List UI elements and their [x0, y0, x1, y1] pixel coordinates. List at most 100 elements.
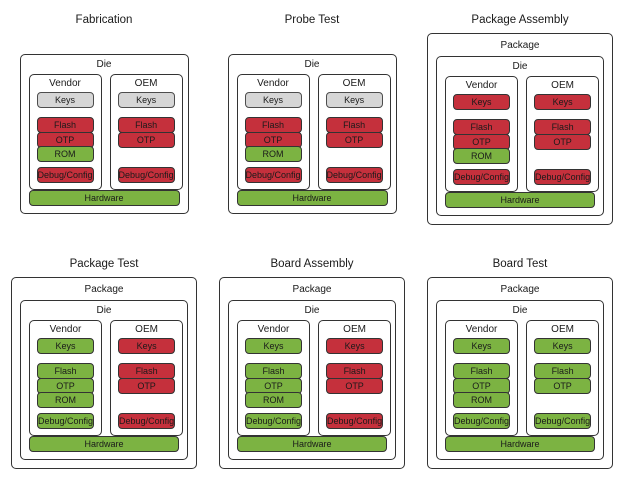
panel-fabrication: Fabrication Die Vendor Keys Flash OTP RO…: [0, 0, 208, 242]
vendor-column: Vendor Keys Flash OTP ROM Debug/Config: [29, 320, 103, 436]
hardware-bar: Hardware: [237, 436, 387, 452]
vendor-column: Vendor Keys Flash OTP ROM Debug/Config: [237, 320, 311, 436]
die-box: Die Vendor Keys Flash OTP ROM Debug/Conf…: [20, 300, 188, 460]
chip-flash: Flash: [325, 117, 383, 133]
package-box: Package Die Vendor Keys Flash OTP ROM De…: [427, 33, 613, 225]
memory-group: Flash OTP ROM: [245, 363, 303, 408]
vendor-label: Vendor: [465, 324, 498, 335]
memory-group: Flash OTP: [325, 117, 383, 148]
chip-otp: OTP: [326, 377, 384, 394]
panel-board-assembly: Board Assembly Package Die Vendor Keys F…: [208, 242, 416, 485]
die-box: Die Vendor Keys Flash OTP ROM Debug/Conf…: [436, 56, 604, 216]
chip-debug-config: Debug/Config: [534, 169, 592, 185]
memory-group: Flash OTP ROM: [453, 363, 511, 408]
chip-flash: Flash: [534, 363, 592, 379]
memory-group: Flash OTP ROM: [37, 363, 95, 408]
die-label: Die: [96, 305, 112, 316]
memory-group: Flash OTP: [118, 363, 176, 394]
memory-group: Flash OTP: [534, 119, 592, 150]
chip-keys: Keys: [453, 338, 511, 354]
chip-rom: ROM: [36, 146, 94, 162]
chip-debug-config: Debug/Config: [453, 413, 511, 429]
die-label: Die: [304, 305, 320, 316]
chip-rom: ROM: [453, 148, 511, 164]
die-box: Die Vendor Keys Flash OTP ROM Debug/Conf…: [227, 54, 397, 214]
chip-flash: Flash: [245, 363, 303, 379]
chip-rom: ROM: [245, 392, 303, 408]
chip-otp: OTP: [325, 131, 383, 148]
chip-flash: Flash: [326, 363, 384, 379]
chip-debug-config: Debug/Config: [325, 167, 383, 183]
memory-group: Flash OTP: [326, 363, 384, 394]
oem-column: OEM Keys Flash OTP Debug/Config: [526, 320, 600, 436]
chip-rom: ROM: [37, 392, 95, 408]
die-label: Die: [512, 61, 528, 72]
panel-package-assembly: Package Assembly Package Die Vendor Keys…: [416, 0, 624, 242]
oem-column: OEM Keys Flash OTP Debug/Config: [317, 74, 391, 190]
oem-column: OEM Keys Flash OTP Debug/Config: [109, 74, 183, 190]
chip-rom: ROM: [244, 146, 302, 162]
oem-column: OEM Keys Flash OTP Debug/Config: [526, 76, 600, 192]
oem-column: OEM Keys Flash OTP Debug/Config: [110, 320, 184, 436]
chip-keys: Keys: [534, 94, 592, 110]
oem-column: OEM Keys Flash OTP Debug/Config: [318, 320, 392, 436]
panel-package-test: Package Test Package Die Vendor Keys Fla…: [0, 242, 208, 485]
chip-flash: Flash: [453, 119, 511, 135]
panel-probe-test: Probe Test Die Vendor Keys Flash OTP ROM…: [208, 0, 416, 242]
die-box: Die Vendor Keys Flash OTP ROM Debug/Conf…: [436, 300, 604, 460]
die-label: Die: [304, 59, 320, 70]
hardware-bar: Hardware: [236, 190, 388, 206]
panel-board-test: Board Test Package Die Vendor Keys Flash…: [416, 242, 624, 485]
chip-otp: OTP: [118, 377, 176, 394]
oem-label: OEM: [342, 78, 366, 89]
chip-debug-config: Debug/Config: [117, 167, 175, 183]
panel-title: Board Assembly: [270, 258, 354, 270]
memory-group: Flash OTP ROM: [453, 119, 511, 164]
chip-flash: Flash: [37, 363, 95, 379]
package-label: Package: [292, 284, 332, 295]
memory-group: Flash OTP ROM: [244, 117, 302, 162]
package-box: Package Die Vendor Keys Flash OTP ROM De…: [219, 277, 405, 469]
chip-debug-config: Debug/Config: [118, 413, 176, 429]
chip-debug-config: Debug/Config: [36, 167, 94, 183]
chip-keys: Keys: [244, 92, 302, 108]
oem-label: OEM: [343, 324, 366, 335]
chip-debug-config: Debug/Config: [326, 413, 384, 429]
die-box: Die Vendor Keys Flash OTP ROM Debug/Conf…: [228, 300, 396, 460]
panel-title: Fabrication: [75, 14, 133, 26]
chip-keys: Keys: [325, 92, 383, 108]
chip-flash: Flash: [453, 363, 511, 379]
chip-keys: Keys: [453, 94, 511, 110]
columns: Vendor Keys Flash OTP ROM Debug/Config O…: [437, 76, 603, 192]
panel-title: Package Assembly: [471, 14, 569, 26]
columns: Vendor Keys Flash OTP ROM Debug/Config O…: [21, 320, 187, 436]
vendor-label: Vendor: [465, 80, 498, 91]
die-label: Die: [96, 59, 112, 70]
oem-label: OEM: [134, 78, 158, 89]
hardware-bar: Hardware: [28, 190, 180, 206]
memory-group: Flash OTP ROM: [36, 117, 94, 162]
chip-debug-config: Debug/Config: [245, 413, 303, 429]
chip-rom: ROM: [453, 392, 511, 408]
chip-flash: Flash: [534, 119, 592, 135]
chip-otp: OTP: [534, 133, 592, 150]
panel-title: Probe Test: [284, 14, 340, 26]
columns: Vendor Keys Flash OTP ROM Debug/Config O…: [437, 320, 603, 436]
chip-keys: Keys: [118, 338, 176, 354]
columns: Vendor Keys Flash OTP ROM Debug/Config O…: [229, 320, 395, 436]
chip-debug-config: Debug/Config: [37, 413, 95, 429]
chip-debug-config: Debug/Config: [453, 169, 511, 185]
hardware-bar: Hardware: [445, 436, 595, 452]
chip-keys: Keys: [117, 92, 175, 108]
memory-group: Flash OTP: [534, 363, 592, 394]
chip-flash: Flash: [244, 117, 302, 133]
chip-otp: OTP: [534, 377, 592, 394]
chip-flash: Flash: [36, 117, 94, 133]
package-box: Package Die Vendor Keys Flash OTP ROM De…: [11, 277, 197, 469]
vendor-label: Vendor: [257, 324, 290, 335]
package-box: Package Die Vendor Keys Flash OTP ROM De…: [427, 277, 613, 469]
package-label: Package: [500, 40, 540, 51]
hardware-bar: Hardware: [29, 436, 179, 452]
vendor-column: Vendor Keys Flash OTP ROM Debug/Config: [445, 320, 519, 436]
chip-flash: Flash: [117, 117, 175, 133]
